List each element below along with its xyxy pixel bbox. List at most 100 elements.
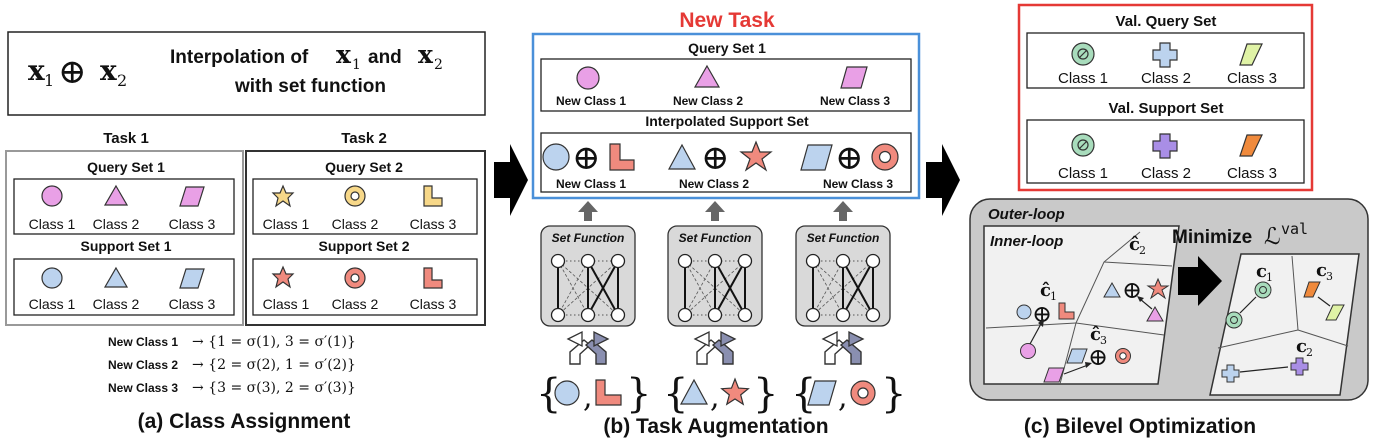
proto-hat-c1: ĉ [1040,280,1051,301]
blue-triangle-icon [667,143,697,170]
task1-query-shapes [41,184,205,207]
legend-operator-expression: x 1 ⊕ x 2 [28,52,127,92]
green-circle-inner [1077,48,1089,60]
arrowhead-icon [693,330,710,348]
graph-node [610,307,626,323]
proto-hat-c3-sub: 3 [1100,334,1107,347]
task2-query-title: Query Set 2 [325,159,403,175]
val-support-label-2: Class 2 [1141,165,1191,182]
task1-support-label-2: Class 2 [93,296,140,312]
val-support-title: Val. Support Set [1108,100,1223,117]
legend-desc-x1: x [336,40,352,69]
task1-support-label-1: Class 1 [29,296,76,312]
proto-arrow [1239,366,1289,373]
legend-x2: x [100,54,117,87]
graph-node [707,253,723,269]
arrow-right-icon [926,144,960,216]
val-query-label-3: Class 3 [1227,70,1277,87]
salmon-l-shape-icon [595,379,622,406]
arrow-right-icon [1178,256,1222,306]
salmon-ring-hole [350,273,360,283]
task2-title: Task 2 [341,130,387,147]
task1-support-label-3: Class 3 [169,296,216,312]
legend-description: Interpolation of x 1 and x 2 with set fu… [170,40,443,97]
task2-query-label-3: Class 3 [410,216,457,232]
graph-node [580,307,596,323]
val-support-label-3: Class 3 [1227,165,1277,182]
task2-support-label-2: Class 2 [332,296,379,312]
outer-loop-label: Outer-loop [988,206,1065,223]
lime-trapezoid-icon [1325,304,1345,321]
set-brace-close: } [753,371,778,417]
salmon-star-icon [739,140,773,172]
arrow-right-icon [494,144,528,216]
legend-x1-sub: 1 [44,71,54,90]
purple-cross-icon [1152,133,1178,159]
up-arrow-icon [833,201,853,221]
panel-c-caption: (c) Bilevel Optimization [1024,415,1256,438]
interpolate-op-icon: ⊕ [835,138,864,178]
val-support-label-1: Class 1 [1058,165,1108,182]
graph-node [835,307,851,323]
proto-c2: c [1296,336,1307,357]
merge-arrow-icon [711,339,734,365]
task2-support-label-3: Class 3 [410,296,457,312]
arrowhead-icon [1038,319,1044,327]
pink-triangle-icon [693,64,721,88]
blue-parallelogram-icon [807,380,837,406]
salmon-l-shape-icon [1058,302,1075,320]
outer-proto-3: c 3 [1303,260,1345,321]
yellow-l-shape-icon [423,185,443,207]
orange-trapezoid-icon [1239,134,1263,157]
proto-arrow [1317,296,1331,307]
blue-triangle-icon [679,378,709,405]
inner-proto-1: ĉ 1 ⊕ [1016,280,1075,359]
set-comma: , [838,380,848,415]
merge-arrow-icon [584,339,607,365]
set-brace-close: } [881,371,906,417]
salmon-star-icon [271,265,295,289]
arrowhead-icon [566,330,583,348]
loss-symbol: ℒ [1264,224,1281,250]
proto-c2-sub: 2 [1306,346,1313,359]
graph-node [677,253,693,269]
panel-b: New Task Query Set 1 New Class 1 New Cla… [531,9,921,438]
new-task-frame [531,32,921,200]
panel-b-caption: (b) Task Augmentation [603,415,828,438]
val-query-box [1026,32,1305,89]
task1-query-label-1: Class 1 [29,216,76,232]
pink-triangle-icon [1146,305,1164,322]
green-circle-inner [1077,139,1089,151]
green-striped-circle-icon [1225,311,1243,329]
proto-c1-sub: 1 [1266,271,1273,284]
legend-x1: x [28,54,45,87]
lime-trapezoid-icon [1239,43,1263,66]
proto-arrow [1239,296,1257,314]
legend-desc-x2-sub: 2 [434,57,443,73]
pink-triangle-icon [103,184,129,206]
yellow-ring-hole [350,191,360,201]
inner-loop-region [983,225,1180,385]
set-comma: , [710,380,720,415]
legend-box [7,31,486,116]
up-arrow-icon [705,201,725,221]
graph-node [737,253,753,269]
yellow-star-icon [271,184,295,208]
blue-circle-icon [41,267,63,289]
interp-label-1: New Class 1 [556,177,626,191]
blue-triangle-icon [1103,281,1121,298]
arrowhead-icon [720,330,737,348]
assignment-1-name: New Class 1 [108,335,178,349]
interpolate-op-icon: ⊕ [572,138,601,178]
set-function-label: Set Function [807,231,880,245]
assignment-3-name: New Class 3 [108,381,178,395]
task2-support-title: Support Set 2 [318,238,409,254]
val-query-label-2: Class 2 [1141,70,1191,87]
legend-desc-pre: Interpolation of [170,47,309,68]
task2-support-label-1: Class 1 [263,296,310,312]
green-circle-stripe [1078,49,1088,59]
pink-parallelogram-icon [1043,367,1065,383]
interpolate-op-icon: ⊕ [701,138,730,178]
loss-superscript: val [1281,220,1308,238]
